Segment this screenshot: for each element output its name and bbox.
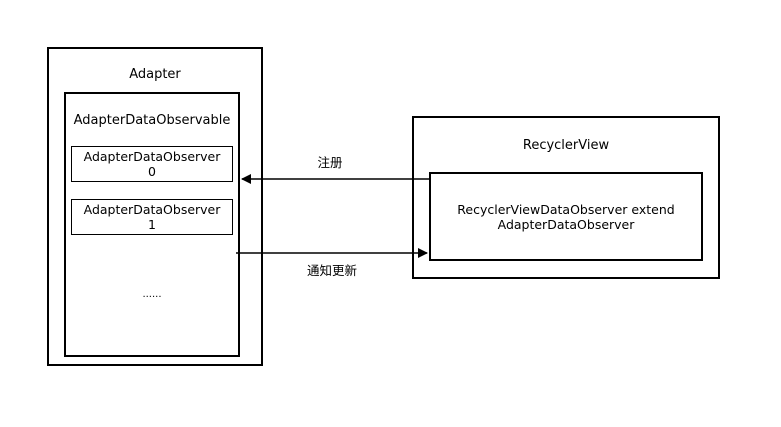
- recycler-view-data-observer-box: RecyclerViewDataObserver extend AdapterD…: [429, 172, 703, 261]
- more-observers-ellipsis: ......: [142, 289, 162, 300]
- recycler-view-data-observer-label: RecyclerViewDataObserver extend AdapterD…: [431, 202, 701, 232]
- adapter-data-observable-title: AdapterDataObservable: [73, 113, 231, 128]
- adapter-data-observer-1-box: AdapterDataObserver 1: [71, 199, 233, 235]
- notify-label: 通知更新: [306, 263, 357, 278]
- adapter-data-observer-0-box: AdapterDataObserver 0: [71, 146, 233, 182]
- adapter-data-observer-0-label: AdapterDataObserver 0: [72, 149, 232, 179]
- register-label: 注册: [317, 155, 343, 170]
- adapter-data-observer-0-line1: AdapterDataObserver: [83, 149, 221, 164]
- recycler-view-data-observer-line2: AdapterDataObserver: [497, 217, 635, 232]
- adapter-data-observer-1-label: AdapterDataObserver 1: [72, 202, 232, 232]
- recycler-view-data-observer-line1: RecyclerViewDataObserver extend: [457, 202, 675, 217]
- adapter-title: Adapter: [129, 67, 181, 82]
- adapter-data-observer-1-line1: AdapterDataObserver: [83, 202, 221, 217]
- adapter-data-observer-0-line2: 0: [148, 164, 156, 179]
- recycler-view-title: RecyclerView: [522, 138, 610, 153]
- adapter-data-observer-1-line2: 1: [148, 217, 156, 232]
